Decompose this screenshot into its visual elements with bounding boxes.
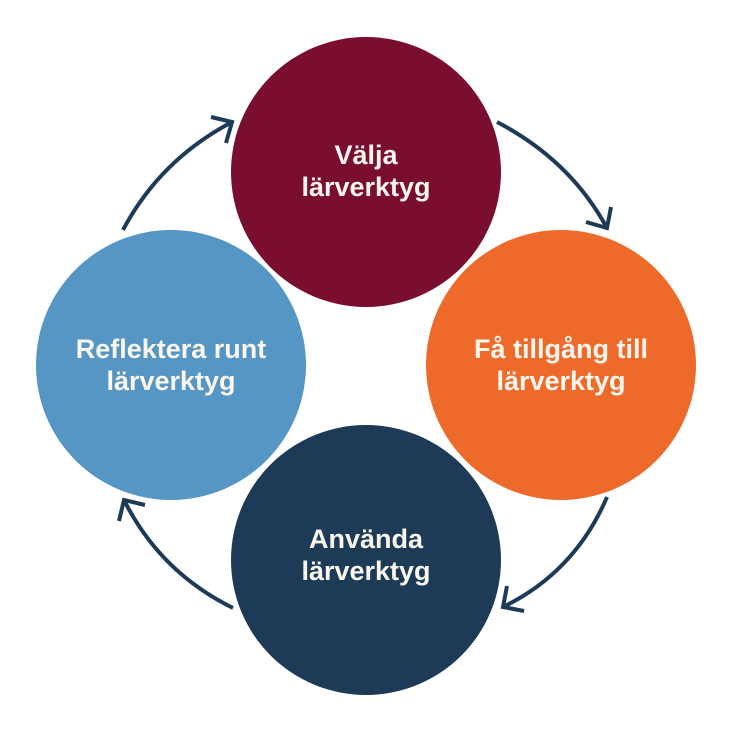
step-label-line: lärverktyg: [301, 172, 431, 202]
step-label: Få tillgång till lärverktyg: [474, 333, 648, 397]
arrow-right-to-bottom: [502, 496, 609, 609]
step-label-line: Få tillgång till: [474, 334, 648, 364]
step-label-line: Använda: [308, 524, 424, 554]
step-label-line: lärverktyg: [496, 366, 626, 396]
step-label-line: Välja: [334, 140, 398, 170]
step-label-line: Reflektera runt: [75, 334, 267, 364]
arrow-head-bottom-to-left: [117, 497, 146, 522]
arrow-head-right-to-bottom: [500, 585, 525, 613]
step-label: Reflektera runt lärverktyg: [76, 333, 267, 397]
step-label-line: lärverktyg: [301, 556, 431, 586]
step-label-line: lärverktyg: [106, 366, 236, 396]
arrow-top-to-right: [496, 120, 609, 229]
step-label: Använda lärverktyg: [301, 523, 430, 587]
step-circle-reflektera: Reflektera runt lärverktyg: [36, 230, 306, 500]
arrow-head-top-to-right: [585, 206, 613, 231]
arrow-left-to-top: [121, 120, 233, 231]
arrow-head-left-to-top: [210, 115, 235, 144]
arrow-bottom-to-left: [122, 499, 234, 610]
step-circle-fa-tillgang: Få tillgång till lärverktyg: [426, 230, 696, 500]
step-label: Välja lärverktyg: [301, 139, 430, 203]
step-circle-anvanda: Använda lärverktyg: [231, 425, 501, 695]
step-circle-valja: Välja lärverktyg: [231, 37, 501, 307]
